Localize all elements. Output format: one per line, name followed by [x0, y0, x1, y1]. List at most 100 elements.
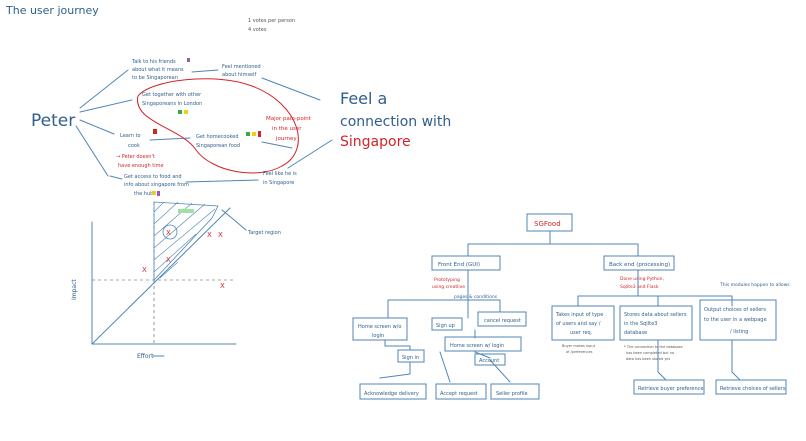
arrow	[79, 99, 133, 113]
candidate-mark: X	[220, 282, 225, 290]
node-back-end-label: Back end (processing)	[609, 262, 670, 268]
node-output	[699, 299, 777, 341]
node-label: Seller profile	[496, 391, 528, 397]
vote-dot-purple	[187, 58, 190, 62]
impact-effort-matrix: Target region X X X X X X Impact Effort	[71, 201, 281, 360]
step-text: Get access to food and	[124, 174, 182, 180]
node-front-end	[431, 255, 501, 271]
node-label: in the SqlIte3	[624, 321, 657, 327]
step-learn: Learn to cook	[120, 133, 141, 149]
arrow	[191, 69, 219, 73]
node-acknowledge	[359, 383, 427, 400]
step-text: Learn to	[120, 133, 141, 139]
node-accept-request	[435, 383, 487, 400]
node-label: user req.	[570, 330, 593, 336]
vote-dot-yellow	[184, 110, 188, 114]
node-label: Output choices of sellers	[704, 307, 766, 313]
pain-point-loop	[137, 78, 299, 174]
front-end-types: pages & conditions	[454, 294, 498, 300]
step-text: the hub	[134, 191, 153, 197]
back-end-note: Done using Python,	[620, 276, 664, 282]
node-label: Home screen w/ login	[450, 343, 504, 349]
step-text: Singaporeans in London	[142, 101, 202, 107]
arrow	[185, 179, 259, 183]
step-text: to be Singaporean	[132, 75, 178, 81]
pain-point-text: journey	[275, 136, 297, 142]
pain-note: → Peter doesn't	[116, 154, 155, 160]
x-axis-label: Effort	[137, 353, 154, 360]
candidate-mark: X	[166, 229, 171, 237]
node-cancel-request	[477, 311, 527, 327]
vote-dot-yellow	[252, 132, 256, 136]
y-axis-label: Impact	[71, 279, 78, 300]
goal-line: Feel a	[340, 89, 387, 108]
arrow	[261, 77, 321, 101]
goal-line: Singapore	[340, 134, 411, 150]
step-text: Talk to his friends	[131, 59, 176, 65]
vote-dot-green	[178, 209, 194, 213]
node-label: Account	[479, 358, 499, 364]
pain-note: have enough time	[118, 163, 164, 169]
node-root-label: SGFood	[534, 220, 561, 228]
step-text: Get together with other	[142, 92, 202, 98]
node-retrieve-buyer	[633, 379, 705, 395]
diagonal	[91, 207, 231, 345]
step-feel-mentioned: Feel mentioned about himself	[222, 64, 261, 78]
vote-dot-green	[246, 132, 250, 136]
node-label: of users and say /	[556, 321, 601, 327]
node-account	[474, 353, 506, 366]
node-home-no-login	[352, 317, 408, 341]
node-retrieve-seller	[715, 379, 787, 395]
goal-line: connection with	[340, 114, 451, 130]
store-note: data has been stored yet	[626, 357, 671, 361]
candidate-mark: X	[142, 266, 147, 274]
node-label: / listing	[730, 329, 748, 335]
store-note: * The connection to the database	[624, 345, 683, 349]
connector	[467, 230, 639, 257]
vote-note-line-1: 1 votes per person	[248, 18, 295, 24]
vote-dot-red	[153, 129, 157, 134]
node-seller-profile	[490, 383, 540, 400]
pain-point-text: in the user	[272, 126, 302, 132]
step-text: about himself	[222, 72, 257, 78]
step-text: Get homecooked	[196, 134, 239, 140]
node-label: Sign in	[402, 355, 419, 361]
page-title: The user journey	[5, 4, 99, 17]
arrow	[79, 119, 115, 135]
arrow	[261, 141, 293, 149]
step-text: Singaporean food	[196, 143, 240, 149]
node-label: Stores data about sellers	[624, 312, 687, 318]
step-talk: Talk to his friends about what it means …	[131, 59, 184, 81]
node-label: database	[624, 330, 647, 336]
persona-name: Peter	[31, 111, 75, 131]
node-label: Takes input of type	[555, 312, 603, 318]
input-note: of /preferences	[566, 350, 593, 354]
back-end-note: Sqlite3 and Flask	[620, 284, 659, 290]
node-label: Acknowledge delivery	[364, 391, 419, 397]
connector	[387, 269, 501, 319]
node-label: Retrieve buyer preference	[638, 386, 704, 392]
node-store	[619, 305, 693, 341]
arrow	[79, 69, 129, 109]
step-text: cook	[128, 143, 140, 149]
store-note: has been completed but no	[626, 351, 674, 355]
node-label: cancel request	[484, 318, 521, 324]
vote-note-line-2: 4 votes	[248, 27, 267, 33]
node-label: to the user in a webpage	[704, 317, 767, 323]
front-end-note: using creatlive	[432, 284, 465, 290]
vote-dot-purple	[157, 191, 160, 196]
connector	[577, 269, 741, 381]
axis	[91, 221, 237, 345]
step-homecooked: Get homecooked Singaporean food	[196, 134, 240, 149]
input-note: Buyer makes input	[562, 344, 596, 348]
node-label: Sign up	[436, 323, 455, 329]
arrow	[75, 125, 109, 177]
sgfood-tree: SGFood Front End (GUI) Prototyping using…	[352, 213, 790, 400]
pain-point-text: Major pain-point	[266, 116, 312, 122]
step-text: about what it means	[132, 67, 184, 73]
step-text: info about singapore from	[124, 182, 189, 188]
node-label: Retrieve choices of sellers	[720, 386, 786, 392]
highlight-circle	[162, 224, 178, 240]
pain-point-label: Major pain-point in the user journey	[266, 116, 312, 142]
connector	[379, 329, 511, 383]
